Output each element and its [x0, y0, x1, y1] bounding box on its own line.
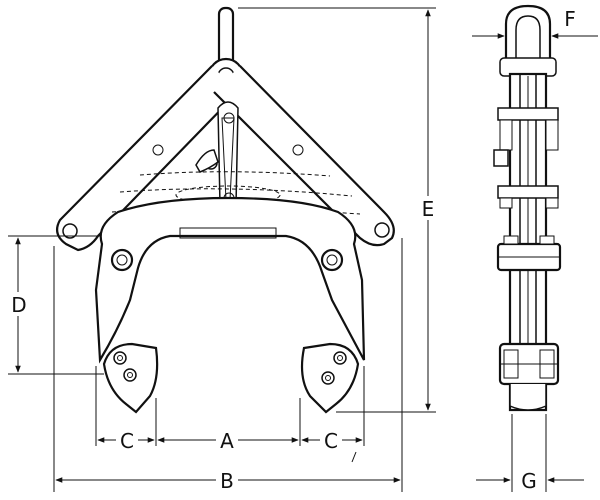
side-lower-bolts [498, 342, 560, 411]
right-body-pivot [320, 248, 344, 272]
side-middle-bolt [496, 235, 562, 272]
dim-label-e: E [422, 197, 435, 221]
center-lever [195, 101, 239, 212]
tick-mark [351, 451, 357, 463]
label-bg-d [8, 292, 30, 316]
side-view [493, 4, 562, 412]
dim-label-d: D [11, 293, 26, 317]
label-bg-c-right [320, 428, 342, 452]
dim-label-f: F [564, 7, 576, 31]
label-bg-a [216, 428, 238, 452]
dim-label-a: A [220, 429, 234, 453]
label-bg-b [216, 468, 238, 492]
front-view [55, 6, 395, 463]
side-knob [493, 149, 509, 167]
dim-label-b: B [220, 469, 234, 493]
side-dimensions: F G [472, 7, 598, 493]
side-shackle-loop [499, 4, 557, 77]
left-link-arm [55, 65, 239, 252]
dim-label-g: G [521, 469, 537, 493]
main-jaw-body [94, 196, 366, 364]
left-jaw-pad [102, 342, 159, 414]
right-jaw-pad [300, 342, 360, 414]
front-dimensions: C A C B D E [8, 7, 439, 493]
right-link-arm [213, 65, 395, 247]
side-upper-bolts [493, 107, 559, 209]
dim-label-c-left: C [120, 429, 134, 453]
label-bg-e [417, 196, 439, 220]
dim-label-c-right: C [324, 429, 338, 453]
label-bg-c-left [116, 428, 138, 452]
left-body-pivot [110, 248, 134, 272]
